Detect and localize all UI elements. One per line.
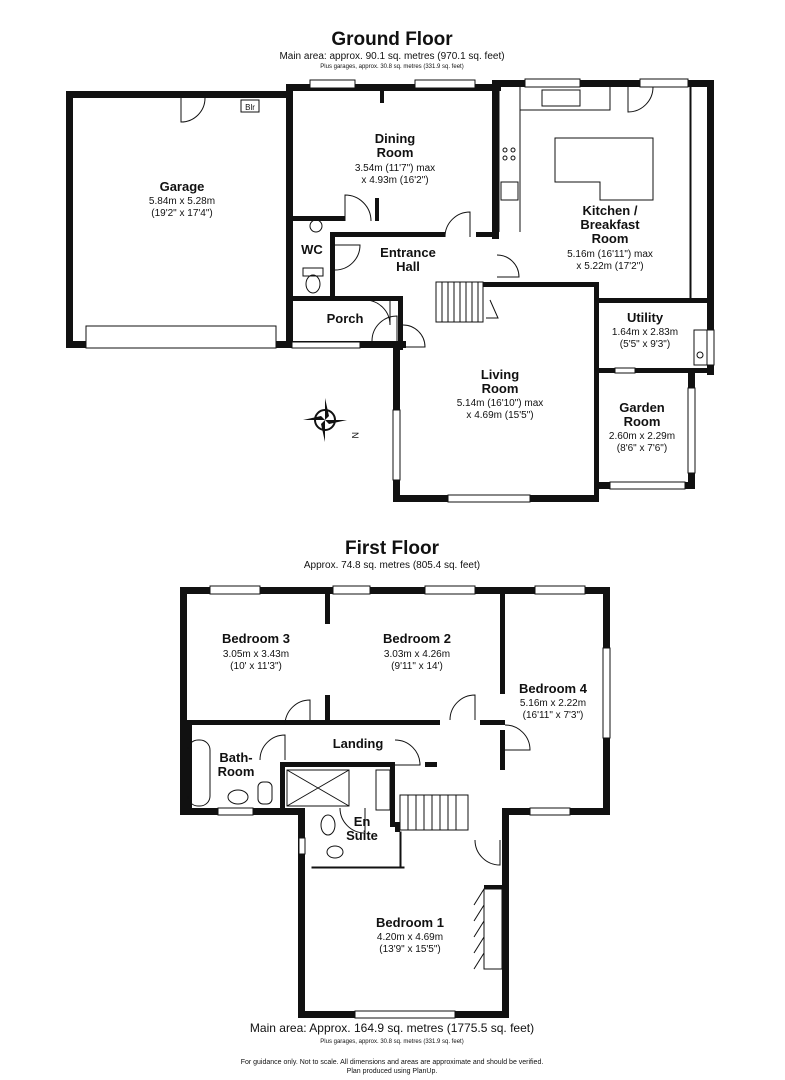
garage-side-door[interactable] (180, 97, 206, 123)
ground-floor-main-area: Main area: approx. 90.1 sq. metres (970.… (279, 51, 504, 62)
porch-label: Porch (327, 311, 364, 326)
living-label-1: Living (481, 367, 519, 382)
kitchen-hall-door[interactable] (496, 254, 520, 278)
living-dim2: x 4.69m (15'5") (466, 410, 533, 421)
living-label-2: Room (482, 381, 519, 396)
garage-dim2: (19'2" x 17'4") (151, 208, 213, 219)
garden-label-2: Room (624, 414, 661, 429)
boiler-box (240, 99, 260, 113)
footer-main-area: Main area: Approx. 164.9 sq. metres (177… (250, 1021, 534, 1035)
kitchen-back-door[interactable] (627, 86, 654, 113)
ground-labels: Garage 5.84m x 5.28m (19'2" x 17'4") Din… (149, 131, 678, 454)
bedroom3-dim2: (10' x 11'3") (230, 661, 282, 672)
compass-north-label: N (350, 432, 360, 439)
bathroom-label-1: Bath- (219, 750, 252, 765)
living-door-swing[interactable] (402, 324, 426, 348)
dining-dim2: x 4.93m (16'2") (361, 175, 428, 186)
porch-inner-door[interactable] (364, 299, 391, 326)
front-door[interactable] (371, 315, 398, 342)
first-floor-plan: First Floor Approx. 74.8 sq. metres (805… (180, 538, 611, 1019)
kitchen-dim1: 5.16m (16'11") max (567, 249, 653, 260)
dining-dim1: 3.54m (11'7") max (355, 163, 435, 174)
kitchen-label-2: Breakfast (580, 217, 640, 232)
bathroom-door[interactable] (259, 734, 286, 761)
footer-garage-note: Plus garages, approx. 30.8 sq. metres (3… (320, 1039, 463, 1045)
garden-dim1: 2.60m x 2.29m (609, 431, 675, 442)
utility-dim2: (5'5" x 9'3") (620, 339, 670, 350)
bedroom2-dim1: 3.03m x 4.26m (384, 649, 450, 660)
bedroom2-label: Bedroom 2 (383, 631, 451, 646)
wc-fixtures (302, 219, 324, 294)
dining-label-2: Room (377, 145, 414, 160)
boiler-label: Blr (245, 103, 255, 112)
bathroom-label-2: Room (218, 764, 255, 779)
garden-dim2: (8'6" x 7'6") (617, 443, 667, 454)
first-floor-title: First Floor (345, 538, 440, 559)
bedroom4-door[interactable] (504, 724, 531, 751)
dining-label-1: Dining (375, 131, 415, 146)
ensuite-label-1: En (354, 814, 371, 829)
landing-cupboard-door[interactable] (394, 739, 421, 766)
bedroom4-dim1: 5.16m x 2.22m (520, 698, 586, 709)
wc-label: WC (301, 242, 323, 257)
bedroom3-label: Bedroom 3 (222, 631, 290, 646)
ensuite-door[interactable] (339, 807, 366, 834)
first-floor-stairs (399, 794, 469, 831)
kitchen-dim2: x 5.22m (17'2") (576, 261, 643, 272)
bedroom4-label: Bedroom 4 (519, 681, 588, 696)
kitchen-label-1: Kitchen / (583, 203, 638, 218)
bedroom1-dim2: (13'9" x 15'5") (379, 944, 441, 955)
entrance-label-2: Hall (396, 259, 420, 274)
dining-walls (286, 79, 501, 350)
ground-floor-garage-note: Plus garages, approx. 30.8 sq. metres (3… (320, 64, 463, 70)
utility-sink (693, 329, 708, 366)
garage-walls (66, 91, 293, 349)
living-dim1: 5.14m (16'10") max (457, 398, 544, 409)
kitchen-counters (498, 87, 654, 232)
bedroom1-door[interactable] (474, 839, 501, 866)
utility-label: Utility (627, 310, 664, 325)
kitchen-label-3: Room (592, 231, 629, 246)
ensuite-fixtures (286, 769, 391, 859)
landing-label: Landing (333, 736, 384, 751)
bathroom-fixtures (187, 739, 273, 807)
bedroom1-wardrobes (473, 885, 503, 970)
footer-disclaimer: For guidance only. Not to scale. All dim… (241, 1059, 544, 1066)
entrance-label-1: Entrance (380, 245, 436, 260)
bedroom2-door[interactable] (449, 694, 476, 721)
bedroom1-label: Bedroom 1 (376, 915, 444, 930)
first-floor-labels: Bedroom 3 3.05m x 3.43m (10' x 11'3") Be… (218, 631, 588, 955)
garden-label-1: Garden (619, 400, 665, 415)
ground-floor-title: Ground Floor (331, 29, 453, 50)
ground-floor-plan: Ground Floor Main area: approx. 90.1 sq.… (66, 29, 715, 503)
utility-dim1: 1.64m x 2.83m (612, 327, 678, 338)
bedroom3-dim1: 3.05m x 3.43m (223, 649, 289, 660)
footer: Main area: Approx. 164.9 sq. metres (177… (241, 1021, 544, 1075)
garage-dim1: 5.84m x 5.28m (149, 196, 215, 207)
first-floor-walls (180, 585, 611, 1019)
ensuite-label-2: Suite (346, 828, 378, 843)
garden-room-walls (594, 367, 696, 490)
compass-icon (303, 398, 347, 442)
first-floor-area: Approx. 74.8 sq. metres (805.4 sq. feet) (304, 560, 480, 571)
hall-door[interactable] (444, 211, 471, 238)
ground-stairs (435, 281, 499, 323)
dining-door[interactable] (344, 194, 372, 222)
bedroom4-dim2: (16'11" x 7'3") (523, 710, 584, 721)
wc-door[interactable] (334, 244, 361, 271)
bedroom2-dim2: (9'11" x 14') (391, 661, 443, 672)
garage-label: Garage (160, 179, 205, 194)
bedroom1-dim1: 4.20m x 4.69m (377, 932, 443, 943)
bedroom3-door[interactable] (284, 699, 311, 726)
footer-produced: Plan produced using PlanUp. (347, 1068, 438, 1075)
living-walls (392, 282, 599, 503)
